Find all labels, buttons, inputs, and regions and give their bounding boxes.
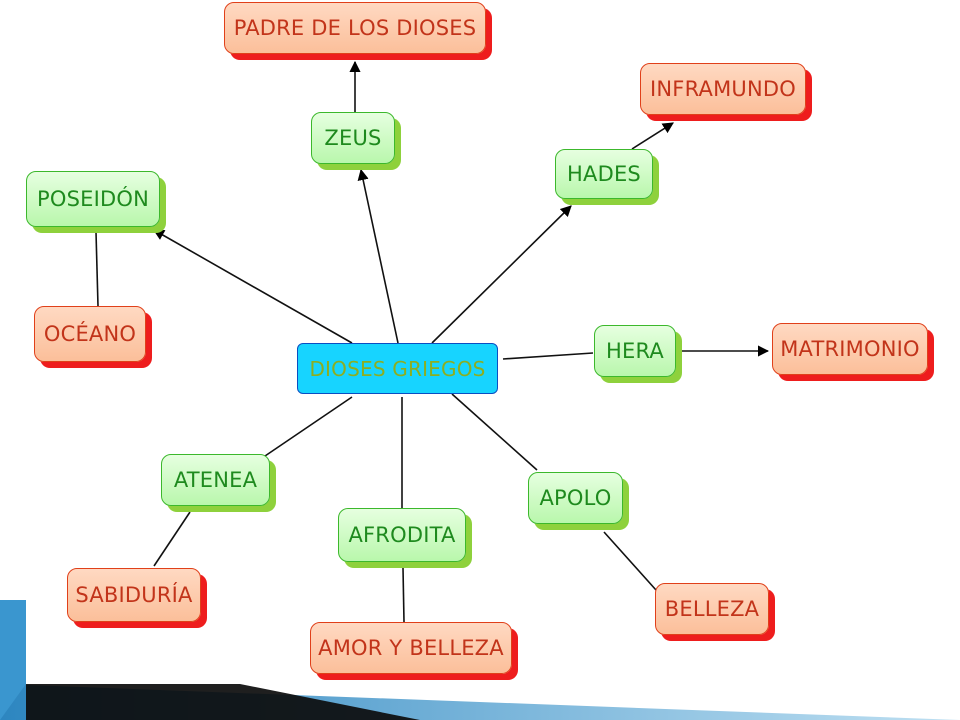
node-belleza[interactable]: BELLEZA: [655, 583, 769, 635]
edge-atenea-sabiduria: [153, 511, 191, 567]
node-amor-y-belleza[interactable]: AMOR Y BELLEZA: [310, 622, 512, 674]
node-hades[interactable]: HADES: [555, 149, 653, 199]
center-node-dioses-griegos[interactable]: DIOSES GRIEGOS: [297, 343, 498, 394]
node-poseidon[interactable]: POSEIDÓN: [26, 171, 160, 227]
node-padre-de-los-dioses[interactable]: PADRE DE LOS DIOSES: [224, 2, 486, 54]
node-atenea[interactable]: ATENEA: [161, 454, 270, 506]
edge-center-hera: [502, 352, 594, 360]
edge-center-apolo: [451, 393, 538, 471]
node-hera[interactable]: HERA: [594, 325, 676, 377]
edge-center-poseidon: [153, 229, 353, 344]
node-afrodita[interactable]: AFRODITA: [338, 508, 466, 562]
node-apolo[interactable]: APOLO: [528, 472, 623, 524]
node-inframundo[interactable]: INFRAMUNDO: [640, 63, 806, 115]
edge-apolo-belleza: [603, 531, 657, 591]
edge-hades-inframundo: [631, 122, 674, 150]
node-zeus[interactable]: ZEUS: [311, 112, 395, 164]
edge-center-atenea: [264, 396, 353, 457]
slide-footer-band: [0, 600, 960, 720]
edge-poseidon-oceano: [95, 231, 99, 307]
edge-afrodita-amor: [402, 567, 405, 623]
edge-center-zeus: [357, 168, 399, 344]
node-matrimonio[interactable]: MATRIMONIO: [772, 323, 928, 375]
node-oceano[interactable]: OCÉANO: [34, 306, 146, 362]
edge-center-hades: [431, 205, 572, 344]
node-sabiduria[interactable]: SABIDURÍA: [67, 568, 201, 622]
